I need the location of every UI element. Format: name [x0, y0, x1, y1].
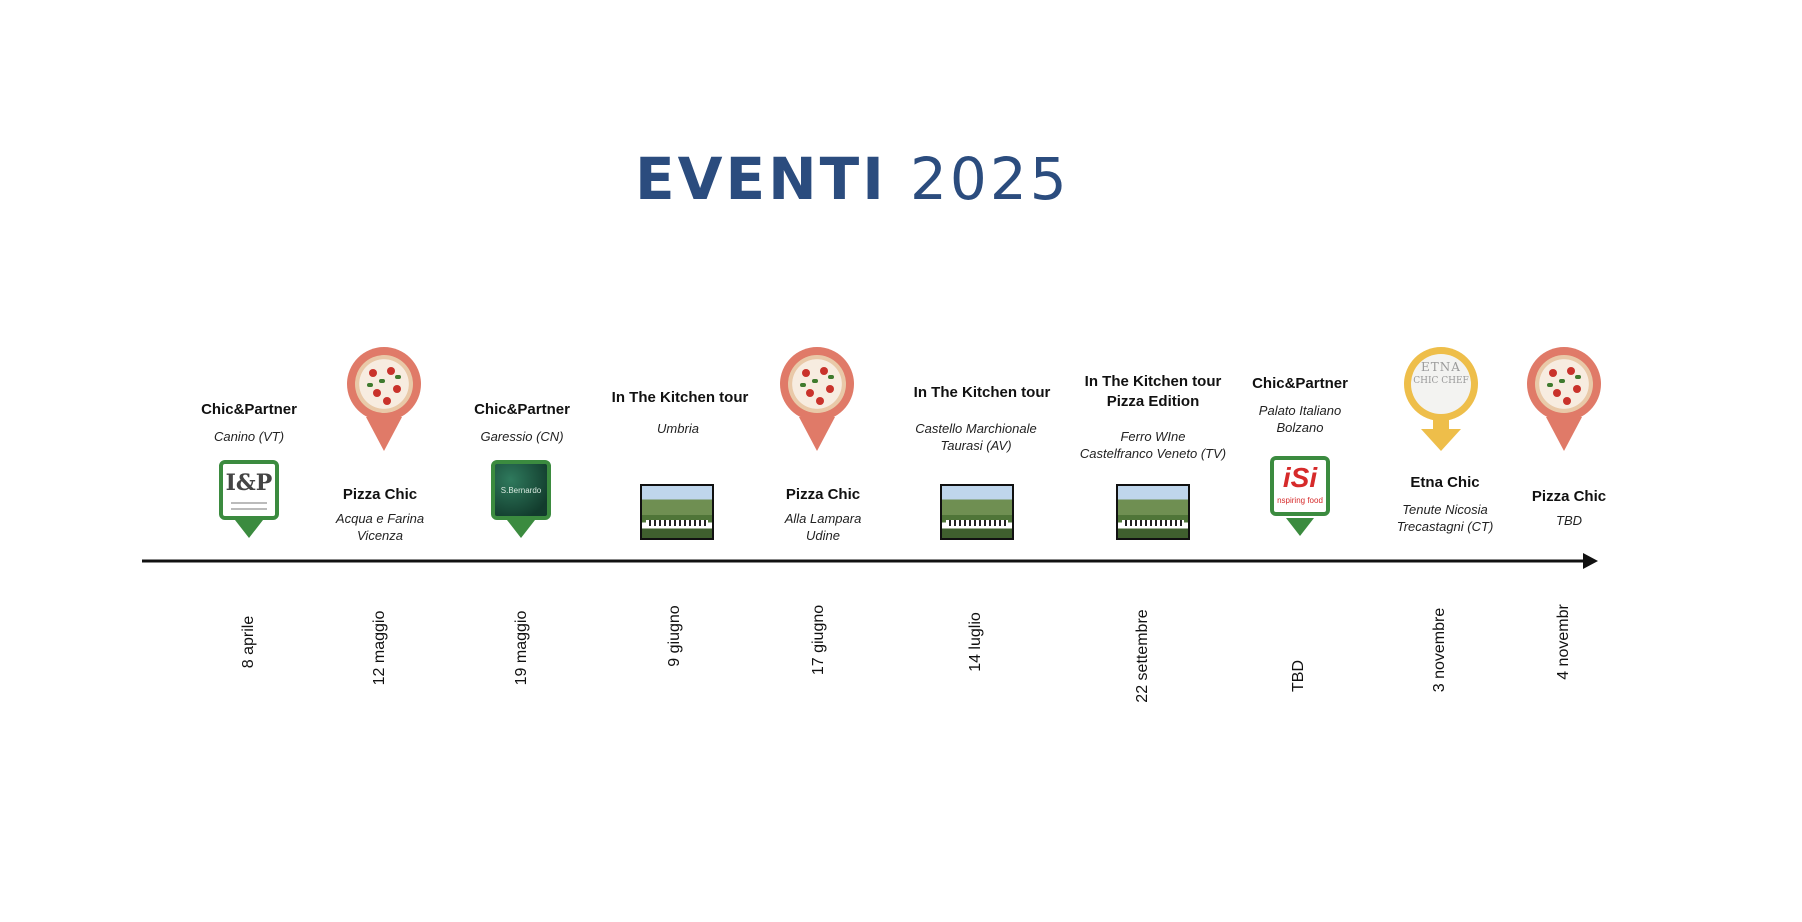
title-year: 2025: [910, 145, 1070, 213]
event-3-name: Chic&Partner: [474, 401, 570, 418]
event-7-date: 22 settembre: [1134, 609, 1151, 703]
event-2-date: 12 maggio: [371, 610, 388, 686]
event-10-place: TBD: [1556, 513, 1582, 528]
event-2-name: Pizza Chic: [342, 486, 418, 503]
event-9-name: Etna Chic: [1410, 474, 1480, 491]
page-title: EVENTI 2025: [635, 150, 1070, 208]
event-4-name: In The Kitchen tour: [611, 389, 749, 406]
event-1-place: Canino (VT): [213, 429, 285, 444]
event-5-date: 17 giugno: [810, 604, 827, 676]
event-6-name: In The Kitchen tour: [913, 384, 1051, 401]
event-6-date: 14 luglio: [967, 612, 984, 672]
event-1-name: Chic&Partner: [201, 401, 297, 418]
event-8-date: TBD: [1290, 660, 1307, 692]
vineyard-photo: [940, 484, 1014, 540]
ip-logo-icon: I&P: [219, 460, 279, 520]
event-5-name: Pizza Chic: [785, 486, 861, 503]
vineyard-photo: [1116, 484, 1190, 540]
event-10-date: 4 novembr: [1555, 604, 1572, 680]
san-bernardo-logo-icon: S.Bernardo: [491, 460, 551, 520]
green-pin-arrow-icon: [507, 520, 535, 538]
event-4-date: 9 giugno: [666, 605, 683, 667]
event-10-name: Pizza Chic: [1531, 488, 1607, 505]
event-3-place: Garessio (CN): [480, 429, 564, 444]
event-1-date: 8 aprile: [240, 615, 257, 669]
green-pin-arrow-icon: [1286, 518, 1314, 536]
event-3-date: 19 maggio: [513, 610, 530, 686]
title-eventi: EVENTI: [635, 145, 887, 213]
isi-logo-icon: iSi nspiring food: [1270, 456, 1330, 516]
vineyard-photo: [640, 484, 714, 540]
event-8-name: Chic&Partner: [1252, 375, 1348, 392]
green-pin-arrow-icon: [235, 520, 263, 538]
event-4-place: Umbria: [657, 421, 699, 436]
event-9-date: 3 novembre: [1431, 607, 1448, 693]
timeline-arrowhead-icon: [1583, 553, 1598, 569]
